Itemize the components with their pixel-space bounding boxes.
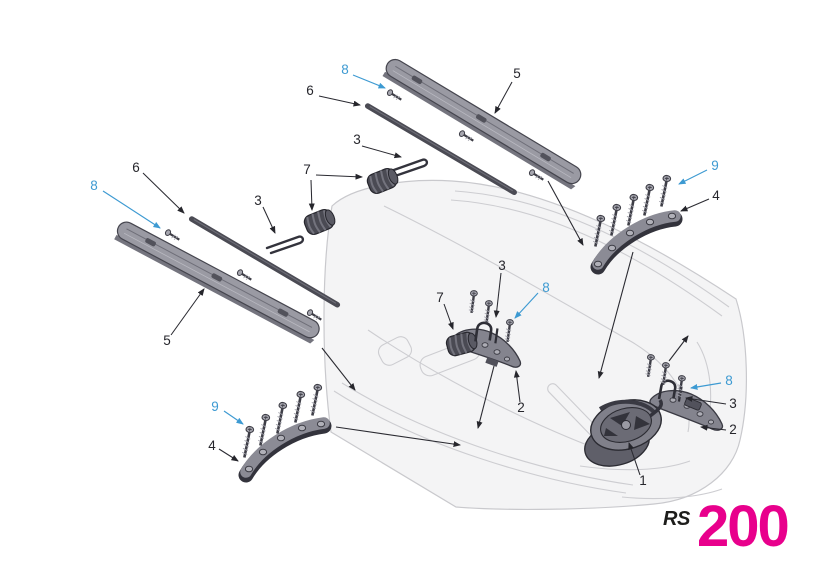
- callout-left-6: 6: [132, 160, 140, 175]
- rs-logo-brand: RS: [663, 508, 690, 530]
- callout-br-1: 1: [639, 473, 647, 488]
- callout-br-3: 3: [729, 396, 737, 411]
- callout-leaders-blue: [102, 74, 722, 425]
- hull-deck-lines: [333, 190, 730, 500]
- screw-part-9: [291, 389, 307, 425]
- screw-part-9: [240, 424, 256, 460]
- rs-logo-model: 200: [697, 494, 790, 559]
- callout-top-7: 7: [303, 162, 311, 177]
- callout-right-4: 4: [712, 188, 720, 203]
- callout-top-6: 6: [306, 83, 314, 98]
- track-part-5-top: [382, 58, 582, 190]
- ratchet-block-part-1: [584, 399, 663, 467]
- screw-part-9: [657, 173, 673, 209]
- callout-left-8: 8: [90, 178, 98, 193]
- screw-part-8: [457, 128, 476, 145]
- screw-part-9: [273, 400, 289, 436]
- callout-left-3: 3: [254, 193, 262, 208]
- callout-mid-3: 3: [498, 258, 506, 273]
- callout-leaders-black: [142, 81, 727, 476]
- slide-rod-part-6-top: [364, 103, 517, 196]
- screw-part-9: [624, 192, 640, 228]
- callout-bl-4: 4: [208, 438, 216, 453]
- screw-part-8: [385, 87, 404, 104]
- pad-plate-part-4-bottom-left: [238, 417, 332, 483]
- screw-part-9: [640, 182, 656, 218]
- callout-mid-8: 8: [542, 280, 550, 295]
- locator-arrows: [321, 180, 689, 448]
- retaining-pin-part-3-left: [265, 235, 305, 255]
- callout-right-9: 9: [711, 158, 719, 173]
- callout-mid-2: 2: [517, 400, 525, 415]
- track-part-5-left: [114, 221, 320, 344]
- callout-br-2: 2: [729, 422, 737, 437]
- callout-left-5: 5: [163, 333, 171, 348]
- callout-bl-9: 9: [211, 399, 219, 414]
- callout-top-5: 5: [513, 66, 521, 81]
- screw-part-9: [308, 382, 324, 418]
- callout-top-8: 8: [341, 62, 349, 77]
- hull-outline: [323, 179, 747, 510]
- callout-br-8: 8: [725, 373, 733, 388]
- pad-plate-part-4-right: [590, 210, 683, 275]
- callout-top-3: 3: [353, 132, 361, 147]
- slide-rod-part-6-left: [188, 216, 341, 308]
- callout-mid-7: 7: [436, 290, 444, 305]
- screw-part-8: [163, 227, 182, 244]
